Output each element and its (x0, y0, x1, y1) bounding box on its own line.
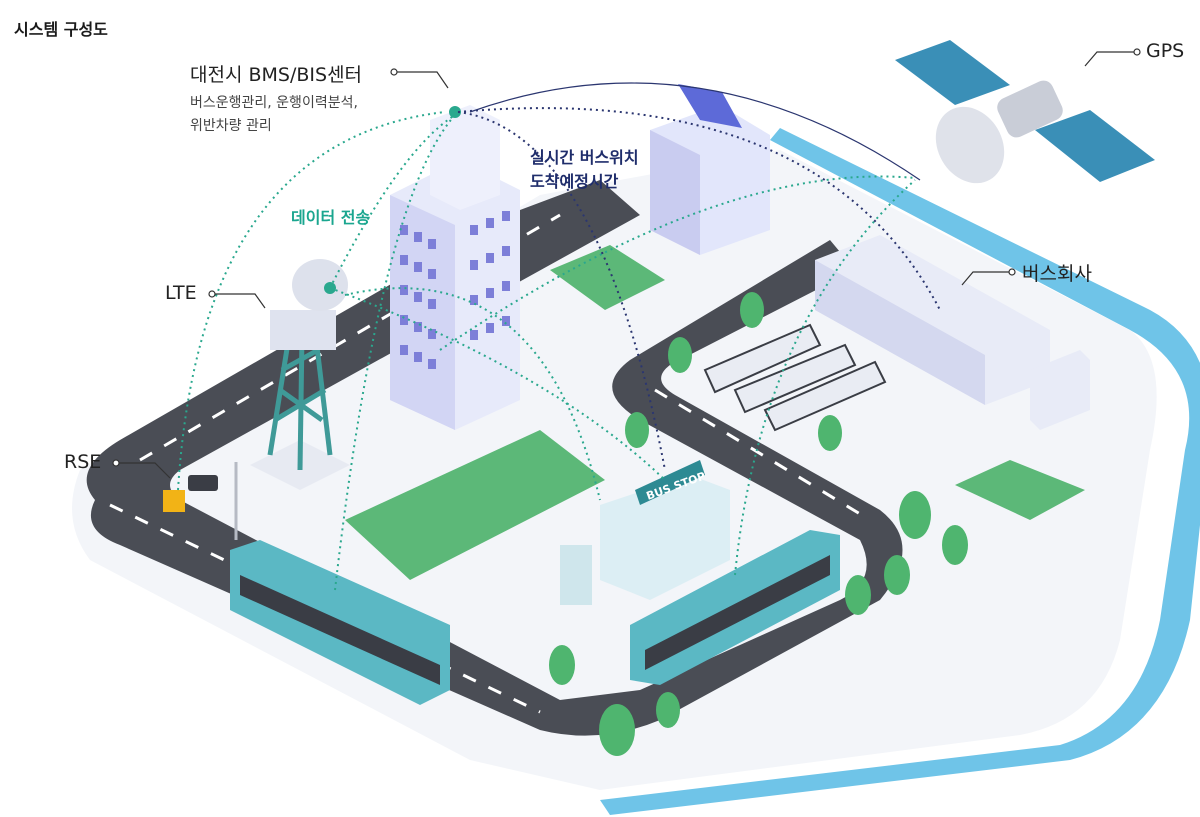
grass-center (345, 430, 605, 580)
rse-label: RSE (64, 451, 102, 473)
diagram-title: 시스템 구성도 (14, 20, 108, 39)
grass-right (955, 460, 1085, 520)
leader-lines (116, 51, 1137, 479)
lte-tower (250, 259, 350, 490)
building-back (650, 84, 770, 255)
center-desc-line1: 버스운행관리, 운행이력분석, (190, 95, 358, 111)
realtime-label-line1: 실시간 버스위치 (530, 148, 639, 167)
grass-top (550, 245, 665, 310)
realtime-label-line2: 도착예정시간 (530, 172, 619, 191)
gps-label: GPS (1146, 40, 1185, 62)
bus-right (630, 530, 840, 685)
gps-satellite (895, 40, 1155, 184)
bus-stop (560, 460, 730, 605)
trees (549, 292, 968, 756)
leader-dots (112, 48, 1141, 467)
center-antenna (449, 106, 461, 118)
parked-buses (703, 323, 887, 432)
bus-left (230, 540, 450, 705)
lte-label: LTE (165, 282, 197, 304)
rse-signal (163, 462, 238, 540)
satellite-arc (469, 82, 921, 181)
data-lines-navy (457, 107, 941, 471)
data-transfer-label: 데이터 전송 (291, 208, 371, 227)
center-label: 대전시 BMS/BIS센터 (190, 64, 363, 86)
data-lines-teal (177, 111, 916, 591)
bus-company-label: 버스회사 (1022, 263, 1092, 285)
building-center (390, 105, 520, 430)
center-desc-line2: 위반차량 관리 (190, 118, 272, 134)
bus-company-building (815, 235, 1090, 430)
